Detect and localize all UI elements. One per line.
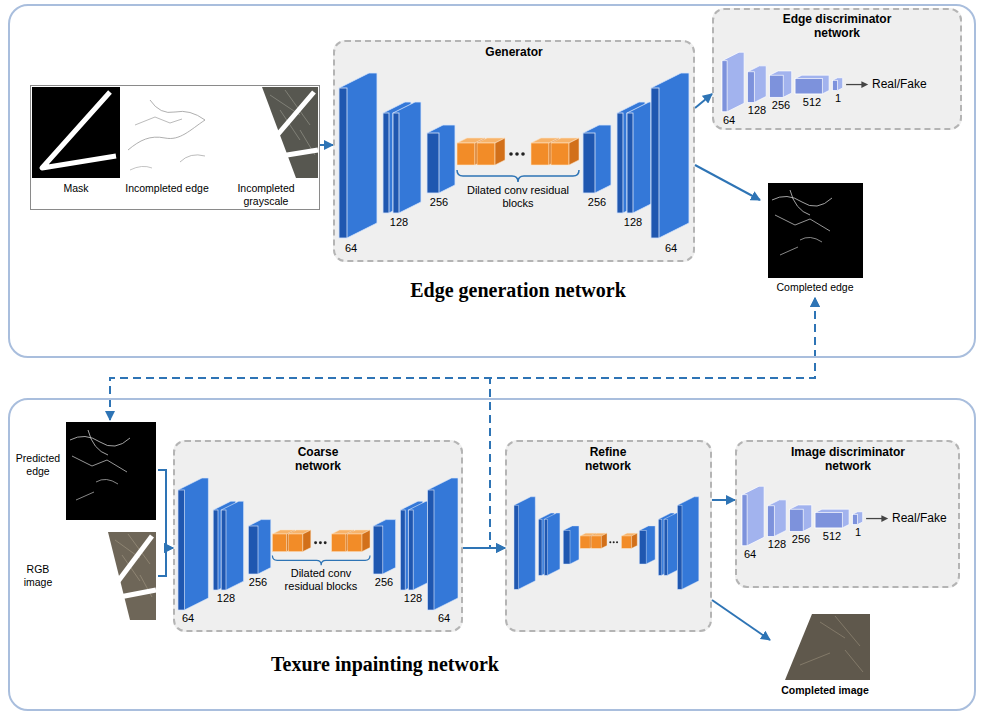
input-strip: Mask Incompleted edge Incompleted grayscal…: [30, 85, 320, 210]
channel-number: 1: [832, 92, 844, 105]
generator-box: Generator 64 128 256 Dilated conv residual b…: [333, 40, 695, 262]
channel-number: 128: [399, 592, 427, 605]
rgb-image: [66, 532, 156, 620]
image-caption: Completed image: [771, 684, 879, 697]
image-node: Predicted edge: [12, 420, 158, 522]
grayscale-image: [214, 87, 318, 178]
channel-number: 128: [212, 592, 240, 605]
channel-number: 256: [244, 576, 272, 589]
channel-number: 64: [432, 612, 456, 625]
connector-arrow: [712, 499, 735, 501]
channel-number: 256: [583, 196, 611, 209]
connector-arrow: [158, 470, 173, 548]
layer-stack: [178, 478, 458, 610]
connector-arrow: [490, 298, 815, 548]
box-title: Generator: [444, 45, 584, 59]
channel-number: 128: [764, 538, 790, 551]
image-caption: Incompleted grayscale: [216, 182, 316, 207]
channel-number: 512: [819, 530, 845, 543]
image-caption: Mask: [33, 182, 119, 195]
box-ground: [173, 440, 463, 632]
channel-number: 64: [739, 548, 761, 561]
connector-arrow: [712, 600, 770, 640]
block-label: Dilated conv residual blocks: [463, 184, 573, 210]
box-ground: [333, 40, 695, 262]
block-label: Dilated conv residual blocks: [271, 567, 371, 593]
connector-arrow: [320, 144, 333, 146]
discriminator-box: Edge discriminator network 64 128256 512 1 Re…: [712, 8, 962, 130]
coarse-box: Coarse network64128256Dilated conv resid…: [173, 440, 463, 632]
panel-heading: Texure inpainting network: [215, 652, 555, 676]
channel-number: 128: [385, 216, 413, 229]
box-ground: [712, 8, 962, 130]
image-node: RGB image: [12, 530, 158, 622]
box-ground: [735, 440, 960, 588]
refine-box: Refine network: [505, 440, 712, 632]
connector-arrow: [695, 94, 712, 108]
completed-edge-image: [768, 183, 863, 278]
channel-number: 256: [370, 576, 398, 589]
box-title: Coarse network: [286, 445, 350, 474]
image-node: Completed edge: [760, 180, 870, 298]
connector-arrow: [463, 547, 505, 549]
channel-number: 64: [718, 114, 740, 127]
channel-number: 64: [176, 612, 200, 625]
predicted-edge-image: [66, 422, 156, 520]
connector-arrow: [158, 548, 173, 576]
image-caption: RGB image: [13, 563, 63, 588]
network-panel: Texure inpainting networkPredicted edgeR…: [8, 398, 976, 711]
layer-stack: [339, 73, 689, 238]
image-node: Completed image: [770, 612, 880, 708]
output-label: Real/Fake: [892, 511, 954, 525]
discriminator-box: Image discriminator network 128256 512 1 64 R…: [735, 440, 960, 588]
channel-number: 256: [768, 99, 794, 112]
box-title: Refine network: [576, 445, 640, 474]
layer-stack: [514, 497, 699, 589]
panel-heading: Edge generation network: [353, 278, 683, 302]
box-title: Image discriminator network: [783, 445, 913, 474]
mask-image: [32, 87, 120, 178]
image-caption: Completed edge: [761, 281, 869, 294]
channel-number: 128: [744, 104, 770, 117]
completed-image: [780, 614, 870, 680]
image-caption: Predicted edge: [13, 452, 63, 477]
network-panel: Edge generation network Mask Incompleted e…: [8, 4, 976, 358]
channel-number: 64: [659, 242, 683, 255]
box-ground: [505, 440, 712, 632]
edge-image: [122, 87, 212, 178]
channel-number: 64: [339, 242, 363, 255]
channel-number: 1: [852, 526, 864, 539]
channel-number: 256: [788, 533, 814, 546]
connector-arrow: [110, 298, 815, 420]
discriminator-stack: [722, 52, 868, 112]
channel-number: 512: [799, 96, 825, 109]
output-label: Real/Fake: [872, 77, 934, 91]
channel-number: 128: [619, 216, 647, 229]
box-title: Edge discriminator network: [775, 12, 900, 41]
connector-arrow: [695, 165, 760, 200]
discriminator-stack: [742, 486, 888, 546]
image-caption: Incompleted edge: [123, 182, 211, 195]
channel-number: 256: [425, 196, 453, 209]
